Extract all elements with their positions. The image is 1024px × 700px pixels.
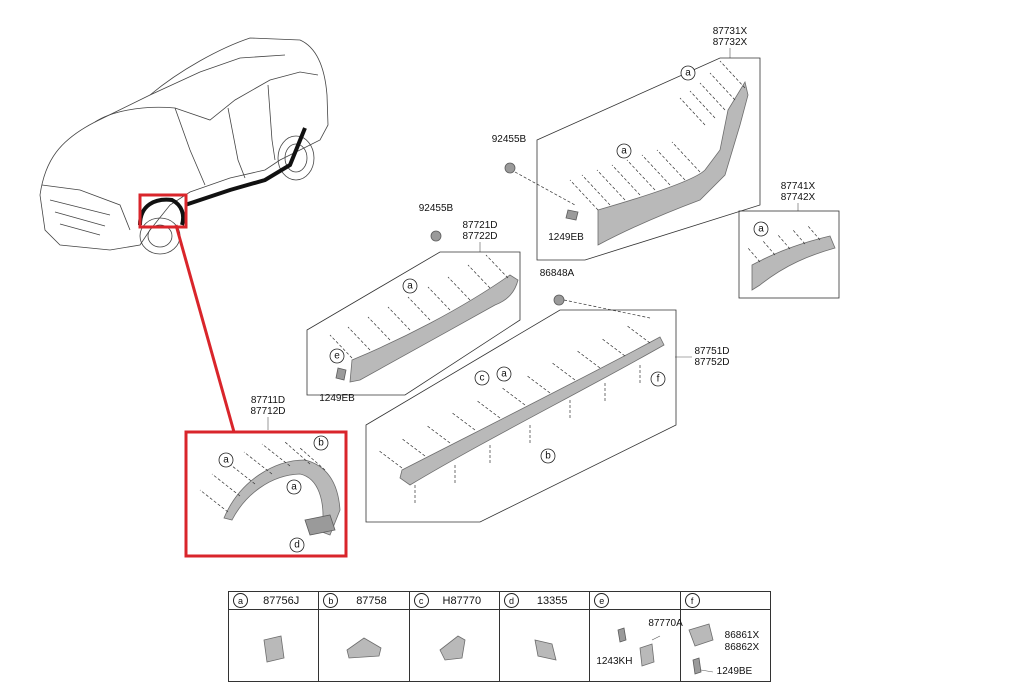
label-86848a: 86848A: [540, 268, 575, 279]
group-87721d: 92455B 87721D 87722D a e 1249EB: [306, 203, 521, 404]
legend-code-86862x: 86862X: [724, 642, 760, 653]
group-92455b-top: 92455B 1249EB: [492, 134, 584, 243]
label-92455b-top: 92455B: [492, 134, 527, 145]
callout-d-87711d: d: [289, 537, 305, 553]
outline-87721d: [306, 251, 521, 396]
callout-a-87721d: a: [402, 278, 418, 294]
legend-part-f-icon: [688, 623, 714, 675]
group-87731x: 87731X 87732X a a: [536, 26, 761, 261]
legend-code-b: 87758: [356, 594, 387, 607]
svg-text:c: c: [480, 373, 485, 384]
callout-a-87711d-2: a: [286, 479, 302, 495]
part-87711d-bracket: [304, 514, 336, 536]
outline-87751d: [365, 309, 677, 523]
legend-code-1243kh: 1243KH: [596, 656, 633, 667]
label-87742x: 87742X: [781, 192, 816, 203]
callout-f-87751d: f: [650, 371, 666, 387]
group-87741x: 87741X 87742X a: [738, 181, 840, 299]
callout-a-87711d-1: a: [218, 452, 234, 468]
legend-part-e-icon: [617, 627, 661, 667]
part-87751d: [399, 336, 665, 486]
svg-text:f: f: [657, 374, 660, 385]
legend-cell-e: e 87770A 1243KH: [590, 592, 683, 681]
highlight-leader-line: [174, 224, 236, 433]
legend-code-d: 13355: [536, 594, 568, 607]
legend-code-a: 87756J: [263, 594, 300, 607]
label-87711d: 87711D: [251, 395, 285, 406]
outline-87741x: [738, 210, 840, 299]
label-87751d: 87751D: [694, 346, 729, 357]
label-87712d: 87712D: [250, 406, 285, 417]
svg-text:d: d: [294, 540, 300, 551]
label-87752d: 87752D: [694, 357, 729, 368]
svg-text:a: a: [685, 68, 691, 79]
legend-code-86861x: 86861X: [724, 630, 760, 641]
part-87711d: [223, 459, 341, 536]
legend-part-c-icon: [439, 635, 466, 661]
part-87731x: [597, 80, 749, 246]
group-87711d: 87711D 87712D a b a d: [184, 395, 348, 558]
group-87751d: 86848A 87751D 87752D c a f b: [365, 268, 730, 523]
svg-text:a: a: [407, 281, 413, 292]
part-87721d: [349, 274, 519, 383]
part-86848a: [553, 294, 565, 306]
svg-text:e: e: [334, 351, 340, 362]
callout-b-87711d: b: [313, 435, 329, 451]
callout-a-87731x-2: a: [616, 143, 632, 159]
part-92455b-mid: [430, 230, 442, 242]
legend-code-c: H87770: [442, 594, 482, 607]
label-92455b-mid: 92455B: [419, 203, 454, 214]
legend-part-b-icon: [346, 637, 382, 659]
part-92455b-top: [504, 162, 516, 174]
svg-text:b: b: [545, 451, 551, 462]
legend-cell-f: f 86861X 86862X 1249BE: [680, 592, 770, 681]
vehicle-illustration: [39, 37, 329, 433]
svg-text:a: a: [223, 455, 229, 466]
callout-e-87721d: e: [329, 348, 345, 364]
part-1249eb-mid: [335, 367, 347, 381]
label-1249eb-mid: 1249EB: [319, 393, 355, 404]
callout-a-87731x-1: a: [680, 65, 696, 81]
legend-code-1249be: 1249BE: [716, 666, 753, 677]
svg-text:a: a: [621, 146, 627, 157]
label-87732x: 87732X: [713, 37, 748, 48]
svg-text:a: a: [291, 482, 297, 493]
callout-a-87751d: a: [496, 366, 512, 382]
label-87731x: 87731X: [713, 26, 748, 37]
legend-part-a-icon: [263, 635, 285, 663]
legend-code-87770a: 87770A: [648, 618, 683, 629]
highlight-box-87711d: [184, 430, 348, 558]
part-1249eb-top: [565, 209, 579, 221]
svg-text:b: b: [318, 438, 324, 449]
label-87721d: 87721D: [462, 220, 497, 231]
callout-b-87751d: b: [540, 448, 556, 464]
callout-c-87751d: c: [474, 370, 490, 386]
label-1249eb-top: 1249EB: [548, 232, 584, 243]
label-87741x: 87741X: [781, 181, 816, 192]
svg-text:a: a: [758, 224, 764, 235]
highlight-box-car: [138, 193, 188, 229]
part-87741x: [751, 235, 836, 291]
legend-part-d-icon: [534, 639, 557, 661]
label-87722d: 87722D: [462, 231, 497, 242]
outline-87731x: [536, 57, 761, 261]
svg-text:a: a: [501, 369, 507, 380]
callout-a-87741x: a: [753, 221, 769, 237]
